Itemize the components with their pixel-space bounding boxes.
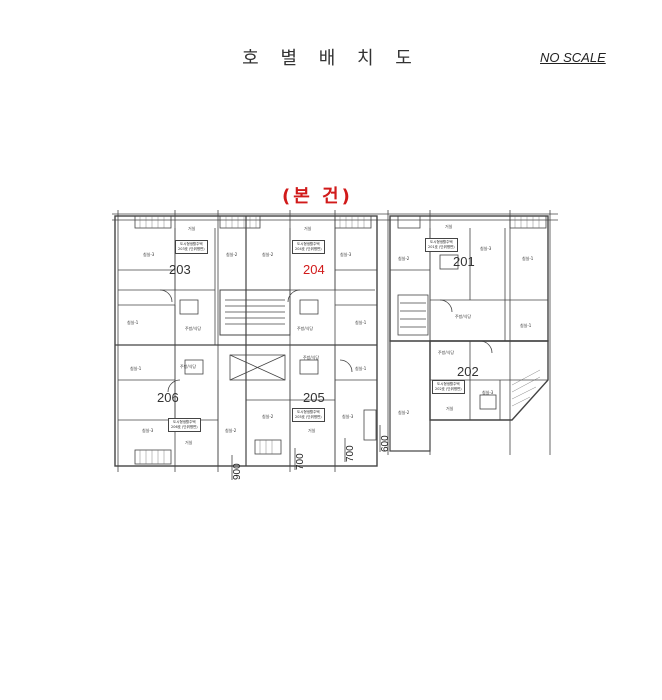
balcony [219, 215, 261, 229]
room-label-bed3: 침실-3 [342, 414, 354, 419]
room-label-bed3: 침실-3 [143, 252, 155, 257]
room-label-bed1: 침실-1 [522, 256, 534, 261]
room-label-living: 거실 [185, 440, 193, 445]
unit-label-201: 201 [453, 254, 475, 269]
floor-plan-lines [112, 210, 558, 480]
room-label-bed2: 침실-2 [262, 414, 274, 419]
room-label-bed1: 침실-1 [130, 366, 142, 371]
unit-label-202: 202 [457, 364, 479, 379]
room-label-bed1: 침실-1 [127, 320, 139, 325]
unit-label-206: 206 [157, 390, 179, 405]
door-swing [439, 299, 453, 313]
balcony [363, 409, 377, 441]
balcony [509, 215, 547, 229]
room-label-bed3: 침실-3 [142, 428, 154, 433]
unit-box-203: 도시형생활주택 203호 (단위평면) [175, 240, 208, 254]
dimension-label: 900 [232, 463, 243, 480]
dimension-label: 600 [380, 435, 391, 452]
bath-fixture [184, 359, 204, 375]
balcony [254, 439, 282, 455]
right-stair [397, 294, 429, 336]
room-label-kitchen: 주방/식당 [303, 355, 320, 360]
room-label-bed3: 침실-3 [340, 252, 352, 257]
bath-fixture [299, 359, 319, 375]
room-label-living: 거실 [304, 226, 312, 231]
right-block-left [389, 340, 431, 452]
door-swing [167, 379, 181, 393]
room-label-bed3: 침실-3 [482, 390, 494, 395]
unit-box-204: 도시형생활주택 204호 (단위평면) [292, 240, 325, 254]
balcony [134, 215, 172, 229]
unit-label-204: 204 [303, 262, 325, 277]
room-label-kitchen: 주방/식당 [438, 350, 455, 355]
balcony [397, 215, 421, 229]
room-label-kitchen: 주방/식당 [180, 364, 197, 369]
room-label-kitchen: 주방/식당 [297, 326, 314, 331]
door-swing [159, 289, 173, 303]
dimension-label: 700 [345, 445, 356, 462]
bath-fixture [299, 299, 319, 315]
building-label: (본 건) [282, 186, 353, 207]
unit-label-205: 205 [303, 390, 325, 405]
stair-core [219, 289, 291, 336]
balcony [134, 449, 172, 465]
room-label-bed1: 침실-1 [355, 366, 367, 371]
room-label-bed2: 침실-2 [398, 410, 410, 415]
bath-fixture [179, 299, 199, 315]
elevator-core [229, 354, 286, 381]
bath-fixture [439, 254, 459, 270]
room-label-bed2: 침실-2 [225, 428, 237, 433]
unit-box-201: 도시형생활주택 201호 (단위평면) [425, 238, 458, 252]
balcony-hatching [139, 216, 541, 464]
page-title: 호 별 배 치 도 [242, 48, 420, 69]
scale-note: NO SCALE [540, 50, 606, 65]
room-label-bed1: 침실-1 [520, 323, 532, 328]
room-label-living: 거실 [188, 226, 196, 231]
door-swing [287, 289, 301, 303]
room-label-bed1: 침실-1 [355, 320, 367, 325]
door-swing [339, 359, 353, 373]
room-label-bed3: 침실-3 [480, 246, 492, 251]
door-swing [479, 340, 493, 354]
bath-fixture [479, 394, 497, 410]
unit-box-202: 도시형생활주택 202호 (단위평면) [432, 380, 465, 394]
balcony [334, 215, 372, 229]
room-label-bed2: 침실-2 [262, 252, 274, 257]
elevator-cross [229, 354, 286, 381]
unit-label-203: 203 [169, 262, 191, 277]
room-label-bed2: 침실-2 [398, 256, 410, 261]
room-label-kitchen: 주방/식당 [185, 326, 202, 331]
room-label-bed2: 침실-2 [226, 252, 238, 257]
unit-box-206: 도시형생활주택 206호 (단위평면) [168, 418, 201, 432]
room-label-living: 거실 [308, 428, 316, 433]
room-label-living: 거실 [445, 224, 453, 229]
room-label-kitchen: 주방/식당 [455, 314, 472, 319]
unit-box-205: 도시형생활주택 205호 (단위평면) [292, 408, 325, 422]
room-label-living: 거실 [446, 406, 454, 411]
dimension-label: 700 [295, 453, 306, 470]
